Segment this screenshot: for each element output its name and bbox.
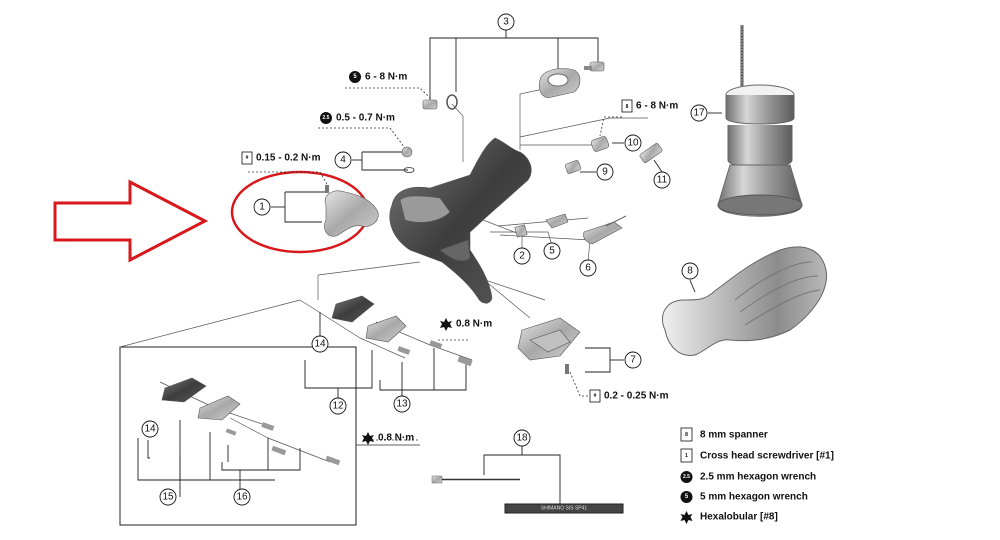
callout-17: 17: [690, 104, 708, 122]
svg-text:8 mm spanner: 8 mm spanner: [700, 430, 768, 441]
svg-text:9: 9: [602, 167, 608, 178]
callouts: 1 2 3 4 5 6 7 8 9 10 11 12 13 14 14 15 1…: [141, 13, 708, 506]
part-8-hood: [661, 246, 827, 356]
part-17-install-tool: [717, 25, 803, 217]
svg-text:12: 12: [332, 401, 344, 412]
callout-16: 16: [233, 488, 251, 506]
svg-text:2: 2: [519, 251, 525, 262]
cross-screwdriver-icon: [680, 448, 693, 463]
svg-text:11: 11: [657, 175, 668, 186]
torque-2-5mm: 2.5 0.5 - 0.7 N·m: [320, 112, 395, 124]
svg-text:3: 3: [503, 17, 509, 28]
svg-text:8: 8: [687, 266, 693, 277]
callout-9: 9: [596, 163, 614, 181]
svg-text:10: 10: [627, 138, 639, 149]
part-4-washer: [401, 146, 415, 173]
svg-text:6: 6: [585, 263, 591, 274]
spanner-8mm-icon: [680, 427, 693, 442]
torque-hexalob-1: 0.8 N·m: [440, 318, 492, 331]
svg-text:7: 7: [630, 355, 636, 366]
leader-lines: [119, 30, 722, 526]
svg-text:#: #: [594, 393, 597, 399]
svg-text:2.5: 2.5: [683, 474, 690, 480]
callout-13: 13: [393, 395, 411, 413]
callout-1: 1: [253, 198, 271, 216]
svg-text:1: 1: [259, 202, 265, 213]
svg-text:0.2 - 0.25 N·m: 0.2 - 0.25 N·m: [604, 391, 669, 402]
svg-text:14: 14: [144, 424, 156, 435]
svg-text:5: 5: [685, 494, 689, 500]
legend-item-spanner: 8 8 mm spanner: [680, 427, 768, 442]
svg-text:8: 8: [626, 104, 629, 110]
part-1-cover: [324, 185, 379, 237]
svg-text:6 - 8 N·m: 6 - 8 N·m: [636, 101, 678, 112]
svg-text:16: 16: [236, 492, 248, 503]
part-2-5-6-pieces: [514, 213, 627, 245]
hexalobular-8-icon: [680, 511, 693, 524]
torque-5mm: 5 6 - 8 N·m: [349, 71, 407, 83]
svg-text:1: 1: [685, 453, 688, 459]
torque-8mm: 8 6 - 8 N·m: [621, 99, 678, 113]
svg-text:6 - 8 N·m: 6 - 8 N·m: [365, 72, 407, 83]
svg-text:2.5: 2.5: [323, 115, 330, 121]
svg-text:8: 8: [685, 432, 688, 438]
svg-text:17: 17: [693, 108, 705, 119]
part-18-cable: [431, 475, 624, 514]
callout-3: 3: [497, 13, 515, 31]
svg-text:5: 5: [353, 74, 357, 80]
callout-7: 7: [624, 351, 642, 369]
hex-wrench-2-5-icon: [680, 471, 693, 483]
svg-text:4: 4: [340, 155, 346, 166]
callout-8: 8: [681, 262, 699, 280]
torque-cross-7: # 0.2 - 0.25 N·m: [589, 389, 669, 403]
svg-text:Hexalobular [#8]: Hexalobular [#8]: [700, 512, 778, 523]
torque-cross-1: # 0.15 - 0.2 N·m: [241, 151, 321, 165]
svg-text:5 mm hexagon wrench: 5 mm hexagon wrench: [700, 492, 808, 503]
callout-14-main: 14: [311, 335, 329, 353]
svg-text:15: 15: [162, 492, 174, 503]
callout-11: 11: [653, 171, 671, 189]
svg-text:2.5 mm hexagon wrench: 2.5 mm hexagon wrench: [700, 472, 816, 483]
callout-12: 12: [329, 397, 347, 415]
svg-text:18: 18: [516, 433, 528, 444]
svg-text:0.5 - 0.7 N·m: 0.5 - 0.7 N·m: [336, 113, 395, 124]
part-7-bracket: [517, 317, 581, 374]
highlight-arrow: [53, 179, 209, 263]
legend-item-hex25: 2.5 2.5 mm hexagon wrench: [680, 471, 816, 483]
callout-18: 18: [513, 429, 531, 447]
svg-text:0.8 N·m: 0.8 N·m: [378, 433, 414, 444]
callout-4: 4: [334, 151, 352, 169]
part-9-10-11-bolts: [564, 136, 663, 174]
tool-legend: 8 8 mm spanner 1 Cross head screwdriver …: [680, 427, 834, 524]
legend-item-hex5: 5 5 mm hexagon wrench: [680, 491, 808, 503]
callout-10: 10: [624, 134, 642, 152]
svg-text:13: 13: [396, 399, 408, 410]
svg-text:14: 14: [314, 339, 326, 350]
cross-screwdriver-icon: #: [246, 155, 249, 161]
svg-text:0.8 N·m: 0.8 N·m: [456, 319, 492, 330]
callout-15: 15: [159, 488, 177, 506]
legend-item-cross: 1 Cross head screwdriver [#1]: [680, 448, 834, 463]
callout-5: 5: [543, 242, 561, 260]
callout-6: 6: [579, 259, 597, 277]
svg-text:5: 5: [549, 246, 555, 257]
main-lever-body: [389, 137, 532, 304]
part-12-13-14-plates: [331, 295, 473, 367]
svg-text:0.15 - 0.2 N·m: 0.15 - 0.2 N·m: [256, 153, 321, 164]
cable-print: SHIMANO SIS SP41: [541, 506, 588, 512]
inset-parts: [161, 377, 341, 466]
callout-14-inset: 14: [141, 420, 159, 438]
svg-text:Cross head screwdriver [#1]: Cross head screwdriver [#1]: [700, 451, 834, 462]
hex-wrench-5-icon: [680, 491, 693, 503]
callout-2: 2: [513, 247, 531, 265]
part-3-clamp-set: [422, 61, 605, 110]
torque-hexalob-2: 0.8 N·m: [362, 432, 414, 445]
legend-item-hexalob: Hexalobular [#8]: [680, 511, 778, 524]
